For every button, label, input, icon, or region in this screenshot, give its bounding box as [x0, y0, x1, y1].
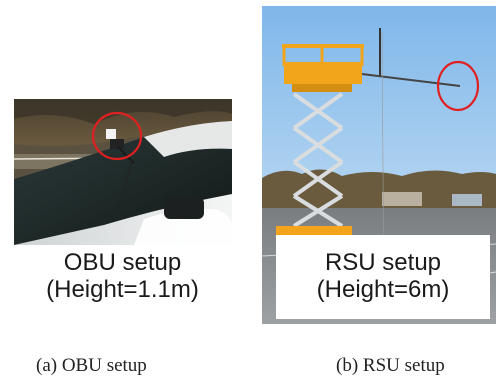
- rsu-label-line2: (Height=6m): [316, 275, 450, 303]
- caption-rsu: (b) RSU setup: [336, 355, 445, 376]
- obu-setup-photo: [14, 99, 232, 245]
- rsu-setup-label: RSU setup (Height=6m): [276, 249, 490, 304]
- obu-antenna-highlight-circle: [91, 111, 143, 161]
- caption-obu: (a) OBU setup: [36, 355, 147, 376]
- obu-label-line2: (Height=1.1m): [46, 275, 199, 303]
- obu-car-scene: [14, 99, 232, 245]
- rsu-antenna-highlight-circle: [436, 60, 480, 112]
- rsu-label-box: [276, 235, 490, 319]
- rsu-label-line1: RSU setup: [324, 249, 442, 276]
- obu-setup-label: OBU setup (Height=1.1m): [0, 249, 245, 304]
- obu-label-line1: OBU setup: [63, 249, 182, 276]
